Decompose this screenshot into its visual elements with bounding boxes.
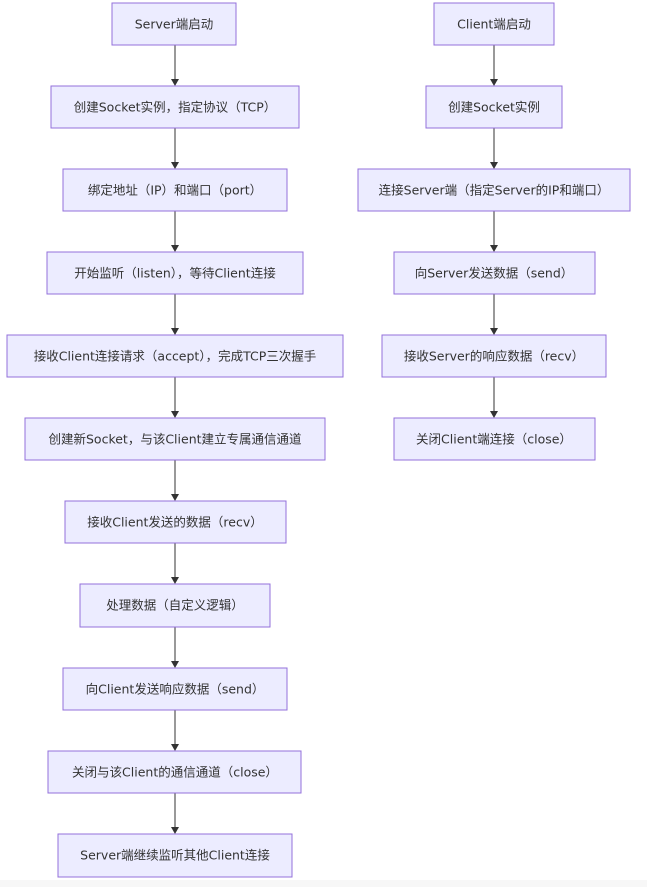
server-step-continue: Server端继续监听其他Client连接 [57, 833, 293, 878]
server-step-create-socket: 创建Socket实例，指定协议（TCP） [50, 85, 300, 129]
flow-arrow [490, 211, 498, 252]
server-step-label: 向Client发送响应数据（send） [86, 682, 265, 697]
server-flow: Server端启动 创建Socket实例，指定协议（TCP） 绑定地址（IP）和… [6, 2, 344, 878]
server-step-close: 关闭与该Client的通信通道（close） [47, 750, 302, 794]
server-step-accept: 接收Client连接请求（accept），完成TCP三次握手 [6, 334, 344, 378]
server-step-label: 开始监听（listen），等待Client连接 [74, 266, 276, 281]
client-step-label: 关闭Client端连接（close） [416, 432, 572, 447]
client-step-label: 连接Server端（指定Server的IP和端口） [379, 183, 610, 198]
server-step-label: 绑定地址（IP）和端口（port） [88, 183, 262, 198]
flow-arrow [171, 627, 179, 668]
server-step-label: Server端继续监听其他Client连接 [80, 848, 270, 863]
server-step-new-socket: 创建新Socket，与该Client建立专属通信通道 [24, 417, 326, 461]
client-flow: Client端启动 创建Socket实例 连接Server端（指定Server的… [357, 2, 631, 461]
client-step-label: Client端启动 [457, 17, 531, 32]
server-step-recv: 接收Client发送的数据（recv） [64, 500, 287, 544]
server-step-label: 处理数据（自定义逻辑） [106, 598, 244, 613]
client-step-label: 接收Server的响应数据（recv） [404, 349, 584, 364]
server-step-label: 创建Socket实例，指定协议（TCP） [74, 100, 277, 115]
flow-arrow [490, 128, 498, 169]
flow-arrow [490, 294, 498, 335]
server-step-label: 接收Client连接请求（accept），完成TCP三次握手 [34, 349, 317, 364]
flow-arrow [171, 543, 179, 584]
flow-arrow [490, 377, 498, 418]
client-step-start: Client端启动 [433, 2, 555, 46]
flow-arrow [171, 710, 179, 751]
server-step-label: Server端启动 [135, 17, 214, 32]
flow-arrow [171, 128, 179, 169]
client-step-recv: 接收Server的响应数据（recv） [381, 334, 607, 378]
server-step-listen: 开始监听（listen），等待Client连接 [46, 251, 304, 295]
server-step-label: 接收Client发送的数据（recv） [87, 515, 263, 530]
flow-arrow [171, 45, 179, 86]
server-step-process: 处理数据（自定义逻辑） [79, 583, 271, 628]
flow-arrow [171, 377, 179, 418]
client-step-create-socket: 创建Socket实例 [425, 85, 563, 129]
client-step-close: 关闭Client端连接（close） [393, 417, 596, 461]
server-step-label: 创建新Socket，与该Client建立专属通信通道 [48, 432, 302, 447]
client-step-send: 向Server发送数据（send） [393, 251, 596, 295]
client-step-label: 向Server发送数据（send） [415, 266, 574, 281]
flow-arrow [171, 294, 179, 335]
flow-arrow [171, 211, 179, 252]
server-step-bind: 绑定地址（IP）和端口（port） [62, 168, 288, 212]
flow-arrow [171, 793, 179, 834]
server-step-label: 关闭与该Client的通信通道（close） [72, 765, 278, 780]
flow-arrow [171, 460, 179, 501]
client-step-label: 创建Socket实例 [448, 100, 540, 115]
page-bottom-band [0, 880, 647, 887]
server-step-start: Server端启动 [111, 2, 237, 46]
client-step-connect: 连接Server端（指定Server的IP和端口） [357, 168, 631, 212]
server-step-send: 向Client发送响应数据（send） [62, 667, 288, 711]
flow-arrow [490, 45, 498, 86]
